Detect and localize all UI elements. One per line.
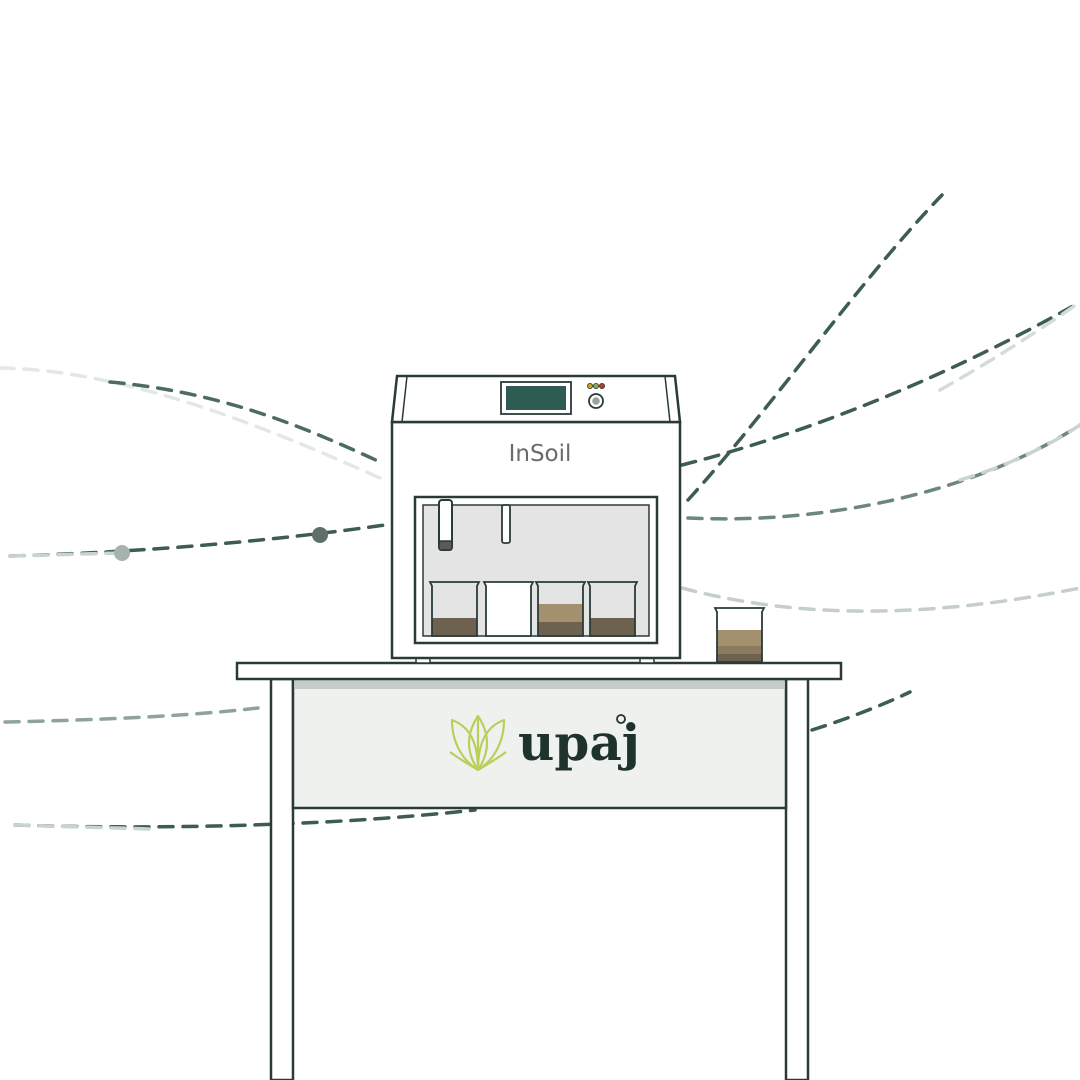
flow-line-right-table (810, 690, 912, 732)
indicator-light-yellow (587, 382, 594, 389)
flow-line-left-top-light (0, 366, 382, 480)
flow-line-right-mid-fade (958, 423, 1080, 482)
device-top-edge-left (401, 375, 408, 423)
table-leg-right-outer (784, 677, 810, 1080)
flow-line-right-steep (686, 193, 944, 502)
table-apron-shadow (295, 680, 784, 689)
device-display-screen (506, 386, 566, 410)
flow-line-left-bottom-light (13, 823, 152, 831)
flow-line-left-mid-light (8, 551, 122, 558)
flow-line-right-upper-fade (938, 300, 1080, 392)
table-leg-left-outer (269, 677, 295, 1080)
sample-beaker (713, 607, 766, 663)
chamber-probe-left-tip (438, 540, 453, 551)
flow-line-right-lower (680, 586, 1080, 613)
flow-dot-light (114, 545, 130, 561)
power-button-inner (592, 397, 600, 405)
flow-line-left-bottom (13, 808, 477, 829)
flow-dot-dark (312, 527, 328, 543)
beaker-3 (534, 581, 587, 637)
flow-line-right-upper (680, 300, 1080, 467)
flow-line-left-lower (3, 706, 260, 724)
brand-logo: upaj (449, 713, 640, 772)
device-label: InSoil (509, 441, 572, 467)
brand-wordmark: upaj (518, 713, 640, 772)
chamber-probe-right (501, 504, 511, 544)
table-top (235, 661, 843, 681)
device-top-edge-right (664, 375, 671, 423)
flow-line-right-mid (686, 423, 1080, 521)
table-apron-panel (291, 677, 788, 810)
flow-line-left-mid (8, 522, 394, 558)
beaker-4 (586, 581, 639, 637)
flow-line-left-top-dark (108, 380, 382, 464)
chamber-window (422, 504, 650, 637)
brand-wordmark-ring (616, 714, 626, 724)
table (235, 661, 843, 1080)
beaker-1 (428, 581, 481, 637)
dashed-flow-lines (0, 193, 1080, 831)
sample-chamber (413, 495, 659, 645)
indicator-light-red (599, 382, 606, 389)
beaker-2 (482, 581, 535, 637)
indicator-light-green (593, 382, 600, 389)
leaf-logo-icon (449, 714, 507, 772)
